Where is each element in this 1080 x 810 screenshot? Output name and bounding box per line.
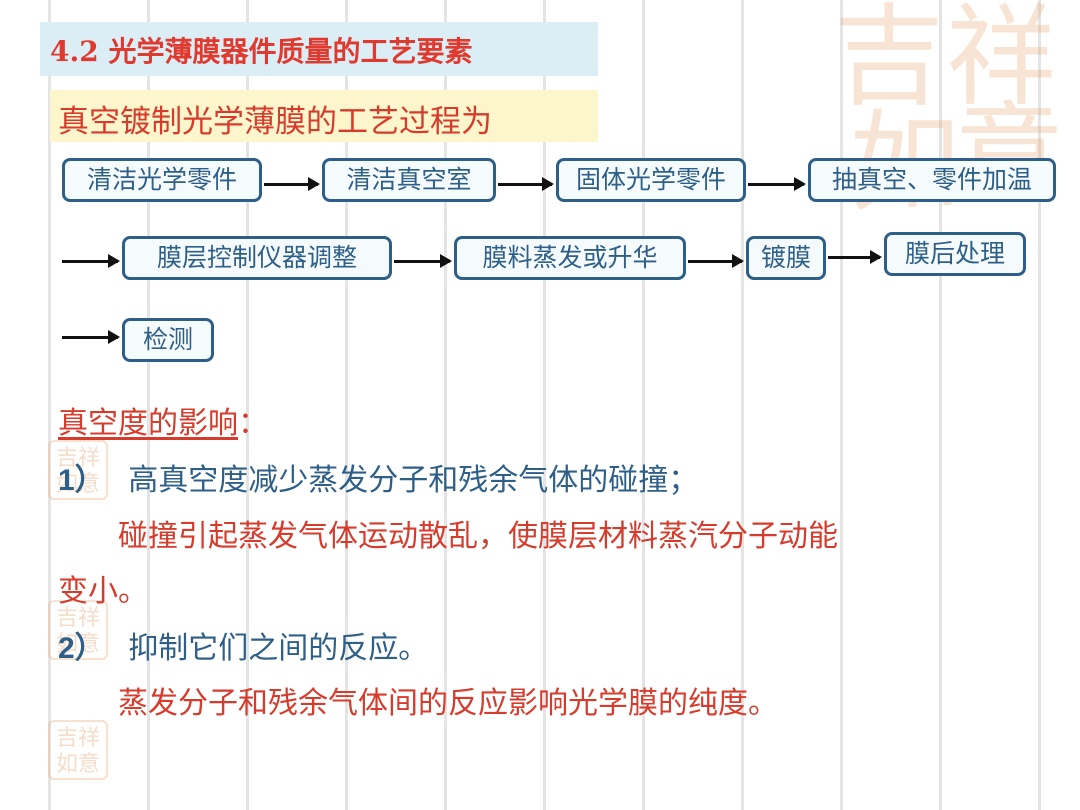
step-coating: 镀膜 [746,236,826,280]
flow-arrow [498,177,554,191]
step-clean-optical-parts: 清洁光学零件 [62,158,262,202]
item-1: 1） 高真空度减少蒸发分子和残余气体的碰撞； [58,455,698,499]
flow-arrow [394,254,452,268]
item-1-number: 1） [58,464,105,497]
watermark-text: 如意 [55,752,100,777]
step-inspection: 检测 [122,318,214,362]
subtitle-bar: 真空镀制光学薄膜的工艺过程为 [50,90,598,142]
step-post-treatment: 膜后处理 [884,232,1026,276]
vacuum-heading: 真空度的影响 [58,406,238,441]
flow-arrow [264,177,320,191]
subtitle: 真空镀制光学薄膜的工艺过程为 [58,104,492,140]
watermark-char: 祥 [946,0,1056,121]
watermark-text: 如意 [55,472,100,497]
section-title: 4.2 光学薄膜器件质量的工艺要素 [50,35,473,68]
flow-arrow [688,254,744,268]
flow-arrow [62,254,120,268]
vacuum-heading-colon: ： [238,406,268,441]
item-1-detail-line2: 变小。 [58,574,148,609]
watermark-text: 吉祥 [55,446,100,471]
flow-arrow [62,330,120,344]
watermark-text: 如意 [55,632,100,657]
watermark-seal-small: 吉祥 如意 [48,440,108,500]
watermark-seal-small: 吉祥 如意 [48,720,108,780]
item-2-detail: 蒸发分子和残余气体间的反应影响光学膜的纯度。 [118,686,778,721]
vacuum-heading-line: 真空度的影响： [58,398,268,442]
step-clean-vacuum-chamber: 清洁真空室 [322,158,496,202]
step-evaporate-material: 膜料蒸发或升华 [454,236,686,280]
watermark-char: 吉 [834,0,944,121]
step-adjust-control-instrument: 膜层控制仪器调整 [122,236,392,280]
step-fix-optical-parts: 固体光学零件 [556,158,746,202]
item-2-text: 抑制它们之间的反应。 [128,631,429,666]
watermark-text: 吉祥 [55,726,100,751]
item-2-number: 2） [58,632,105,665]
watermark-seal-small: 吉祥 如意 [48,600,108,660]
item-1-detail-line1: 碰撞引起蒸发气体运动散乱，使膜层材料蒸汽分子动能 [118,519,838,554]
section-title-bar: 4.2 光学薄膜器件质量的工艺要素 [40,22,598,76]
step-vacuum-and-heat: 抽真空、零件加温 [808,158,1056,202]
flow-arrow [828,250,882,264]
item-2: 2） 抑制它们之间的反应。 [58,623,428,667]
watermark-text: 吉祥 [55,606,100,631]
flow-arrow [748,177,806,191]
item-1-text: 高真空度减少蒸发分子和残余气体的碰撞； [128,463,699,498]
